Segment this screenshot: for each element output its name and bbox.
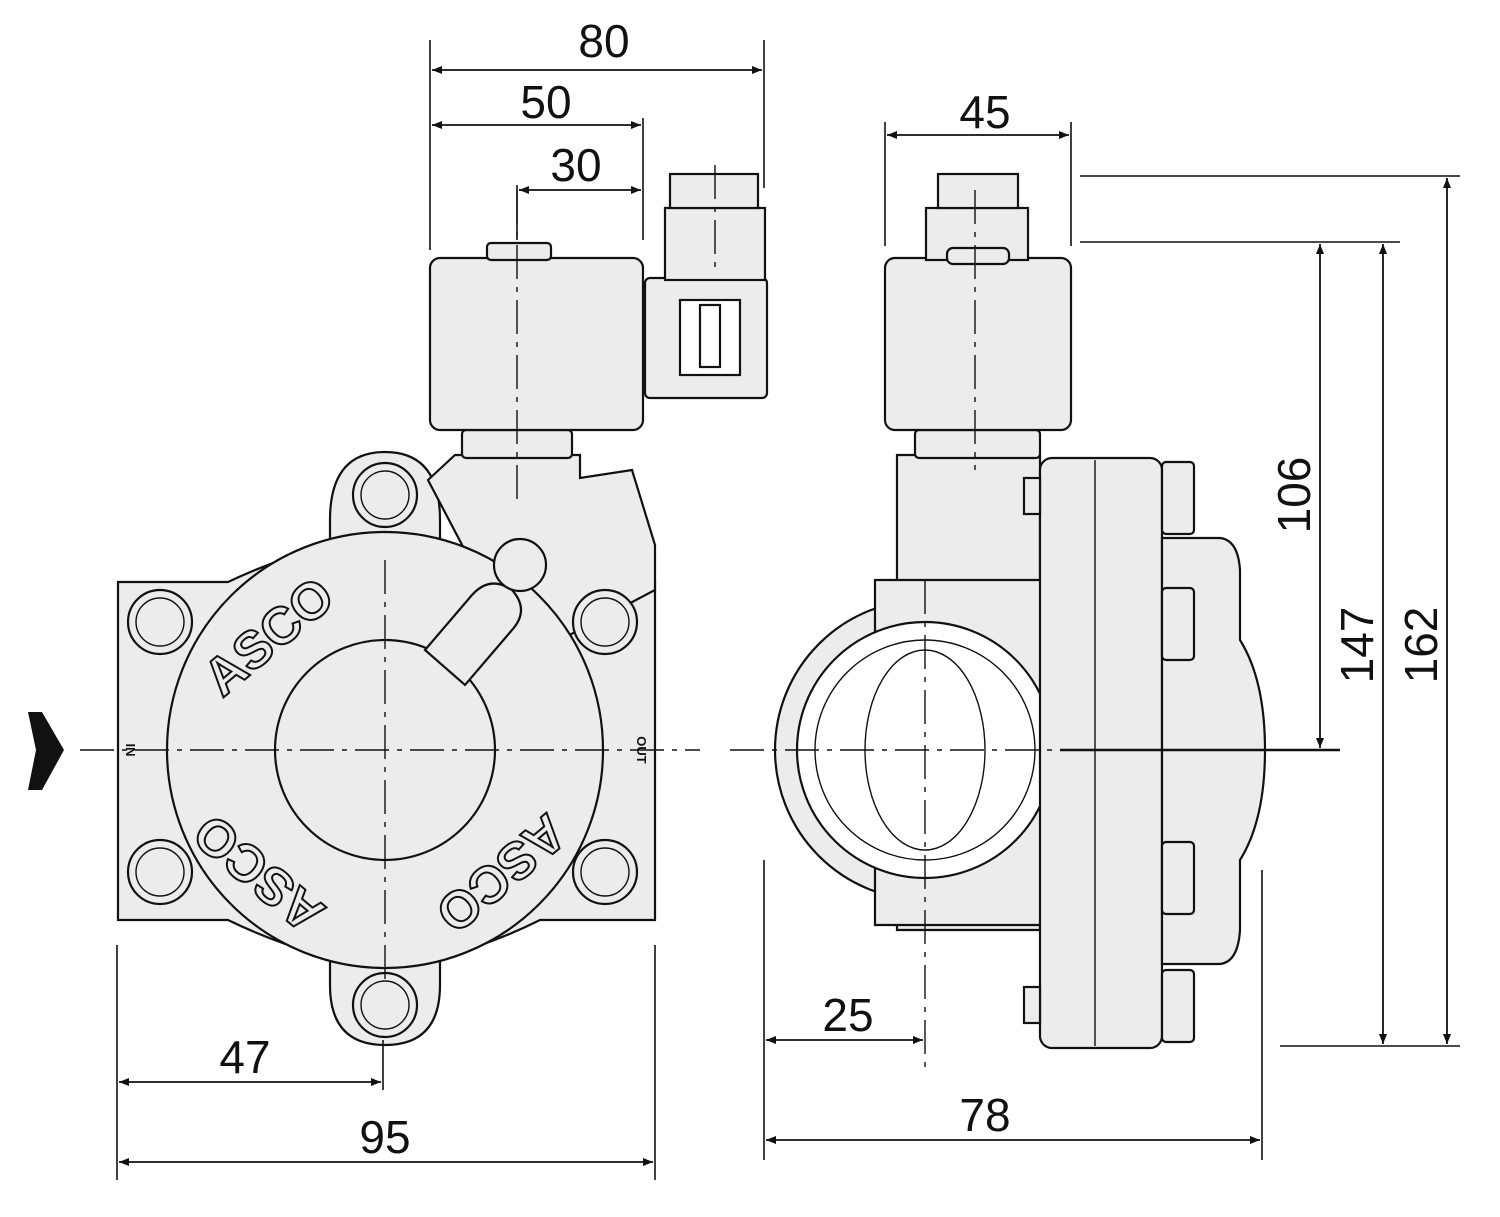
front-coil-top-nut	[485, 241, 553, 262]
side-bolt-4	[1160, 968, 1196, 1044]
side-plug-cap	[936, 172, 1020, 210]
bolt-lower-right	[571, 838, 639, 906]
front-connector-slot	[698, 303, 722, 369]
side-flange-plate	[1038, 456, 1164, 1050]
side-stud-1	[1022, 476, 1042, 516]
front-pilot-cap	[492, 537, 548, 593]
dimension-lines: 80 50 30 45 47 95 25 78 106	[116, 15, 1460, 1180]
side-view	[730, 172, 1267, 1068]
bolt-bottom	[351, 971, 419, 1039]
inlet-label: IN	[123, 744, 138, 757]
front-bolts	[126, 461, 639, 1039]
side-bolt-1	[1160, 460, 1196, 536]
bolt-lower-left	[126, 838, 194, 906]
side-nut	[913, 428, 1042, 460]
dim-label-106: 106	[1268, 457, 1320, 534]
side-coil	[883, 256, 1073, 432]
side-bolt-2	[1160, 586, 1196, 662]
dim-label-162: 162	[1395, 607, 1447, 684]
dim-label-78: 78	[959, 1089, 1010, 1141]
front-coil	[428, 256, 645, 432]
dim-label-95: 95	[359, 1111, 410, 1163]
bolt-top	[351, 461, 419, 529]
bolt-upper-left	[126, 588, 194, 656]
side-plug-clip	[945, 246, 1011, 266]
bolt-upper-right	[571, 588, 639, 656]
side-bolt-3	[1160, 840, 1196, 916]
dim-label-50: 50	[520, 76, 571, 128]
front-view: ASCO ASCO ASCO IN OUT	[80, 165, 769, 1047]
dim-label-30: 30	[550, 139, 601, 191]
flow-direction-arrow-icon	[28, 712, 64, 790]
dim-label-147: 147	[1331, 607, 1383, 684]
front-gland-cap	[668, 172, 760, 210]
dim-label-47: 47	[219, 1031, 270, 1083]
dim-label-80: 80	[578, 15, 629, 67]
dim-label-45: 45	[959, 86, 1010, 138]
dim-label-25: 25	[822, 989, 873, 1041]
side-stud-2	[1022, 985, 1042, 1025]
